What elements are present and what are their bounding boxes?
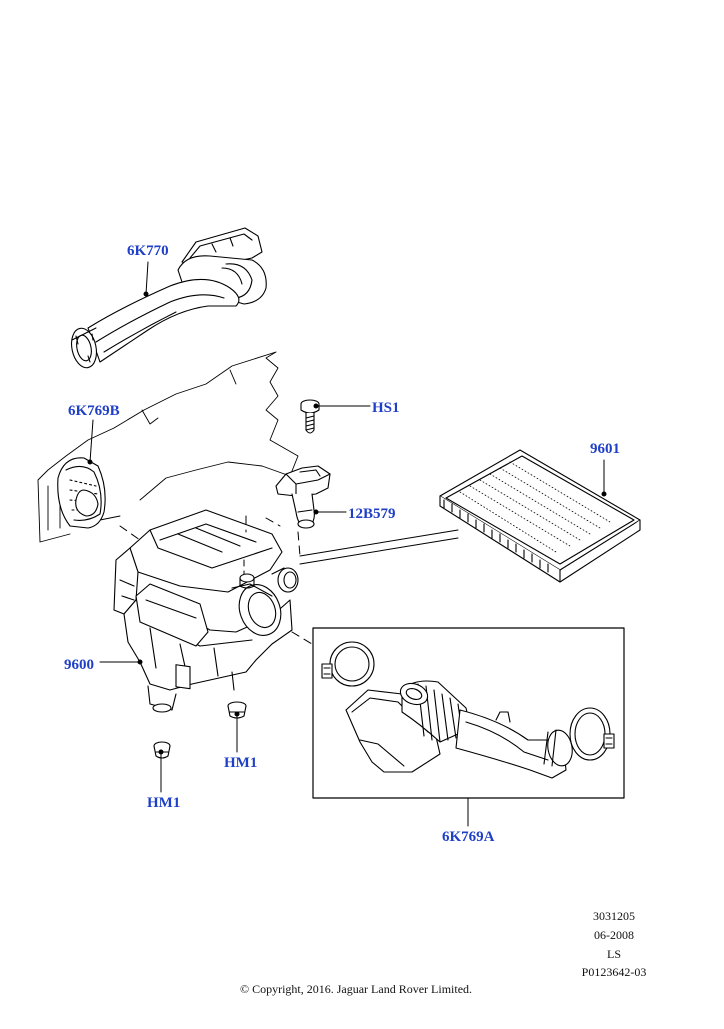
airflow-sensor-part[interactable] xyxy=(276,466,330,528)
diagram-date: 06-2008 xyxy=(594,928,634,942)
air-filter-part[interactable] xyxy=(440,450,640,582)
callout-6k769a[interactable]: 6K769A xyxy=(442,829,495,845)
assembly-guide-lines xyxy=(120,516,458,644)
leader-lines xyxy=(88,262,606,826)
upper-intake-duct[interactable] xyxy=(68,228,266,370)
diagram-code: 3031205 xyxy=(593,909,635,923)
callout-hm1-right[interactable]: HM1 xyxy=(224,755,258,771)
callout-9601[interactable]: 9601 xyxy=(590,441,620,457)
callout-hs1[interactable]: HS1 xyxy=(372,400,400,416)
outlet-duct-assembly[interactable] xyxy=(322,642,614,778)
callout-6k770[interactable]: 6K770 xyxy=(127,243,169,259)
callout-12b579[interactable]: 12B579 xyxy=(348,506,396,522)
air-cleaner-housing[interactable] xyxy=(114,510,298,712)
callout-9600[interactable]: 9600 xyxy=(64,657,94,673)
resonator-part[interactable] xyxy=(58,458,105,528)
diagram-reference: P0123642-03 xyxy=(581,965,647,979)
diagram-model: LS xyxy=(606,947,621,961)
copyright-notice: © Copyright, 2016. Jaguar Land Rover Lim… xyxy=(239,982,473,996)
callout-6k769b[interactable]: 6K769B xyxy=(68,403,120,419)
callout-hm1-left[interactable]: HM1 xyxy=(147,795,181,811)
